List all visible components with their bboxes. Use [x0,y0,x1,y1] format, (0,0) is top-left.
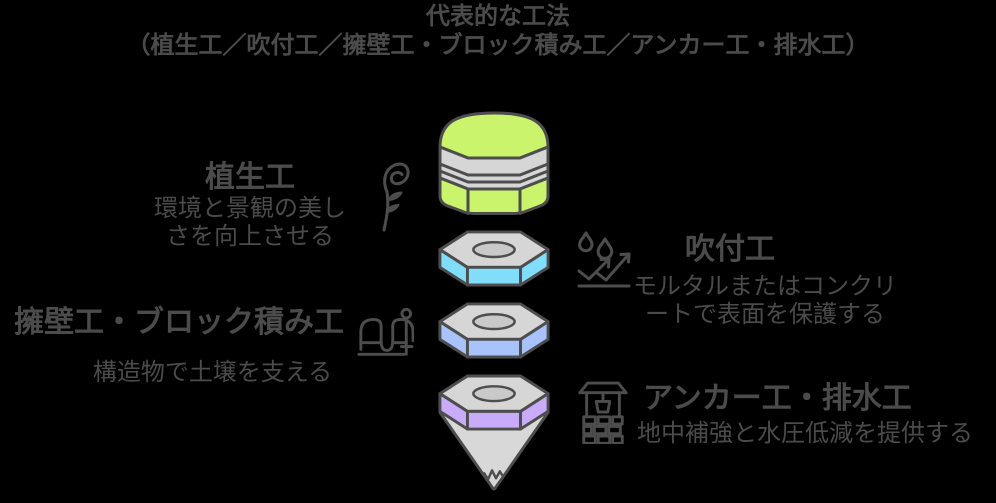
well-icon [577,380,629,444]
method-desc-spraying-line1: モルタルまたはコンクリ [633,273,897,300]
sprout-icon [362,154,414,234]
method-name-anchor-drainage: アンカー工・排水工 [643,382,912,415]
method-block-spraying: 吹付工 モルタルまたはコンクリ ートで表面を保護する [595,233,935,329]
method-name-spraying: 吹付工 [685,233,775,266]
method-desc-vegetation-line2: さを向上させる [166,223,334,250]
layer-retaining-wall [435,299,553,360]
dam-icon [356,304,414,362]
diagram-title: 代表的な工法 （植生工／吹付工／擁壁工・ブロック積み工／アンカー工・排水工） [0,2,996,60]
method-desc-spraying-line2: ートで表面を保護する [645,301,885,328]
method-desc-vegetation-line1: 環境と景観の美し [154,195,346,222]
layer-vegetation [434,106,554,216]
title-line-2: （植生工／吹付工／擁壁工・ブロック積み工／アンカー工・排水工） [126,32,870,59]
layer-anchor-drainage [435,371,553,495]
layer-vegetation-dome [438,111,550,160]
spray-icon [577,230,633,290]
method-block-vegetation: 植生工 環境と景観の美し さを向上させる [95,161,405,251]
method-name-vegetation: 植生工 [205,161,295,194]
title-line-1: 代表的な工法 [426,3,570,30]
method-name-retaining-wall: 擁壁工・ブロック積み工 [14,306,344,339]
method-desc-retaining-wall: 構造物で土壌を支える [92,359,333,386]
method-desc-anchor-drainage: 地中補強と水圧低減を提供する [637,420,973,447]
layer-spraying [435,227,553,288]
cone-tip [438,410,550,491]
